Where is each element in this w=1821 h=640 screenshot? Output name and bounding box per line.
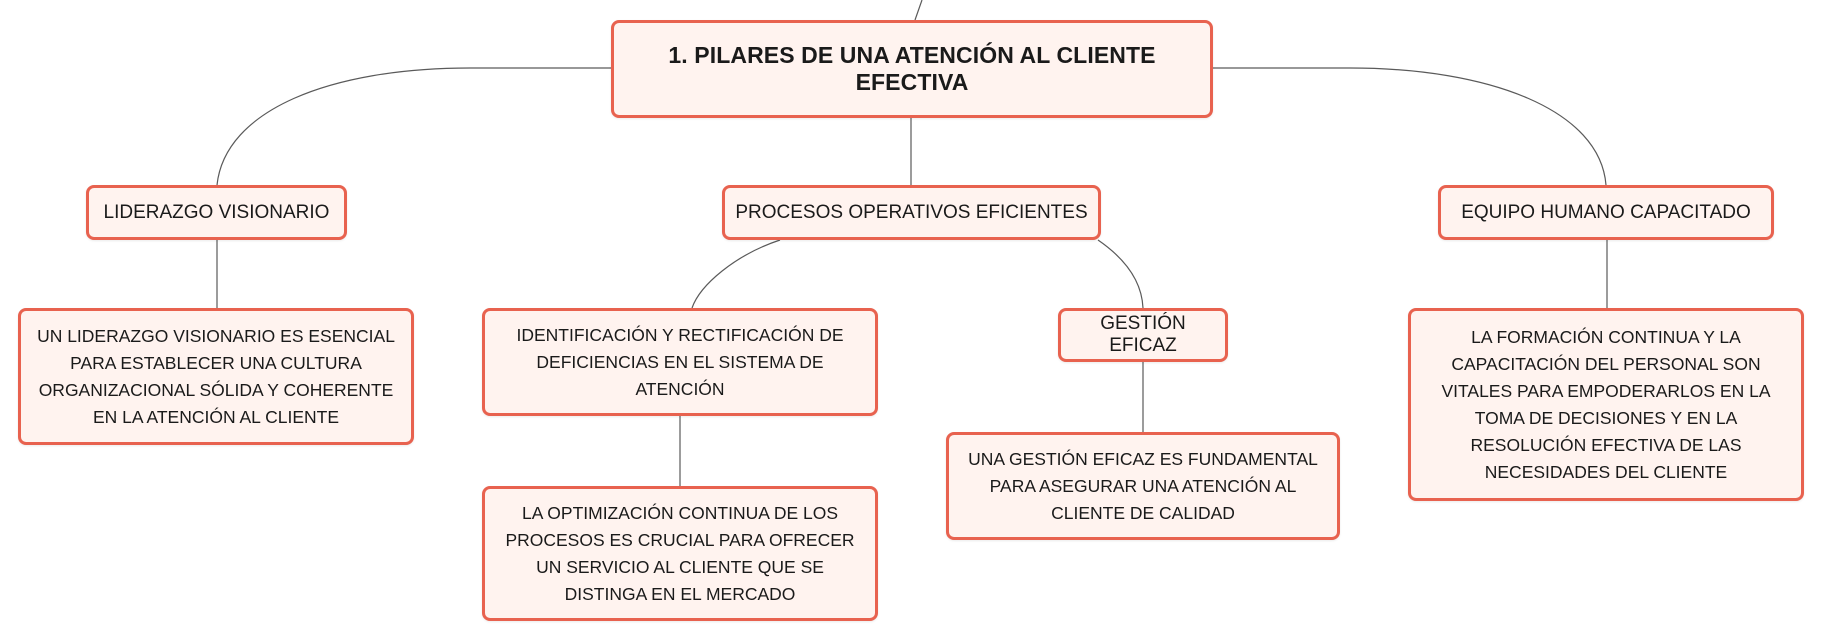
detail-liderazgo-visionario-text: UN LIDERAZGO VISIONARIO ES ESENCIAL PARA…: [37, 325, 395, 427]
root-topic-label: 1. PILARES DE UNA ATENCIÓN AL CLIENTE EF…: [668, 42, 1156, 95]
connector-procesos-to-identificacion: [691, 239, 781, 309]
detail-gestion-eficaz-text: UNA GESTIÓN EFICAZ ES FUNDAMENTAL PARA A…: [968, 448, 1318, 523]
topic-procesos-operativos[interactable]: PROCESOS OPERATIVOS EFICIENTES: [722, 185, 1101, 240]
detail-liderazgo-visionario[interactable]: UN LIDERAZGO VISIONARIO ES ESENCIAL PARA…: [18, 308, 414, 445]
detail-gestion-eficaz[interactable]: UNA GESTIÓN EFICAZ ES FUNDAMENTAL PARA A…: [946, 432, 1340, 540]
detail-equipo-humano[interactable]: LA FORMACIÓN CONTINUA Y LA CAPACITACIÓN …: [1408, 308, 1804, 501]
topic-equipo-humano-label: EQUIPO HUMANO CAPACITADO: [1461, 201, 1751, 223]
topic-liderazgo-visionario-label: LIDERAZGO VISIONARIO: [103, 201, 330, 223]
topic-liderazgo-visionario[interactable]: LIDERAZGO VISIONARIO: [86, 185, 347, 240]
topic-identificacion-deficiencias[interactable]: IDENTIFICACIÓN Y RECTIFICACIÓN DE DEFICI…: [482, 308, 878, 416]
connector-root-to-equipo: [1213, 67, 1607, 186]
connector-root-to-liderazgo: [216, 67, 611, 186]
topic-gestion-eficaz-label: GESTIÓN EFICAZ: [1100, 313, 1186, 356]
root-topic[interactable]: 1. PILARES DE UNA ATENCIÓN AL CLIENTE EF…: [611, 20, 1213, 118]
detail-optimizacion-procesos-text: LA OPTIMIZACIÓN CONTINUA DE LOS PROCESOS…: [505, 502, 855, 604]
topic-equipo-humano[interactable]: EQUIPO HUMANO CAPACITADO: [1438, 185, 1774, 240]
detail-optimizacion-procesos[interactable]: LA OPTIMIZACIÓN CONTINUA DE LOS PROCESOS…: [482, 486, 878, 621]
connector-procesos-to-gestion: [1097, 239, 1144, 309]
detail-equipo-humano-text: LA FORMACIÓN CONTINUA Y LA CAPACITACIÓN …: [1441, 326, 1771, 482]
connector-parent-to-root: [914, 0, 923, 21]
topic-gestion-eficaz[interactable]: GESTIÓN EFICAZ: [1058, 308, 1228, 362]
topic-procesos-operativos-label: PROCESOS OPERATIVOS EFICIENTES: [735, 201, 1088, 223]
topic-identificacion-deficiencias-label: IDENTIFICACIÓN Y RECTIFICACIÓN DE DEFICI…: [516, 324, 844, 399]
